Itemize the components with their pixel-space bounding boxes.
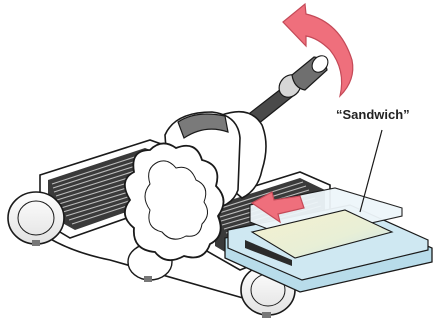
sandwich-callout-label: “Sandwich” — [336, 107, 435, 122]
left-end-roller — [8, 192, 64, 246]
